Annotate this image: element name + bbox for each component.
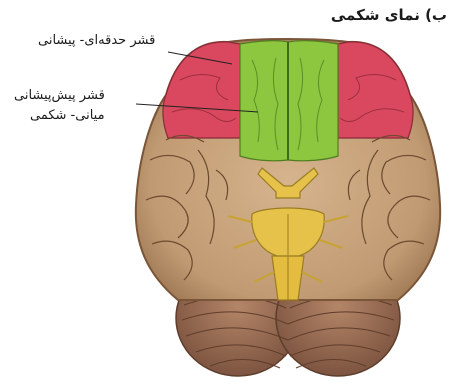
orbitofrontal-right <box>338 42 413 138</box>
label-ventromedial-prefrontal-line2: میانی- شکمی <box>30 108 105 123</box>
label-orbitofrontal-cortex: قشر حدقه‌ای- پیشانی <box>38 33 155 48</box>
orbitofrontal-left <box>163 42 240 138</box>
vmpfc-left <box>240 41 288 161</box>
label-ventromedial-prefrontal-line1: قشر پیش‌پیشانی <box>14 88 105 103</box>
ventromedial-prefrontal-cortex-region <box>240 41 338 161</box>
vmpfc-right <box>288 41 338 161</box>
panel-title: ب) نمای شکمی <box>331 6 447 24</box>
